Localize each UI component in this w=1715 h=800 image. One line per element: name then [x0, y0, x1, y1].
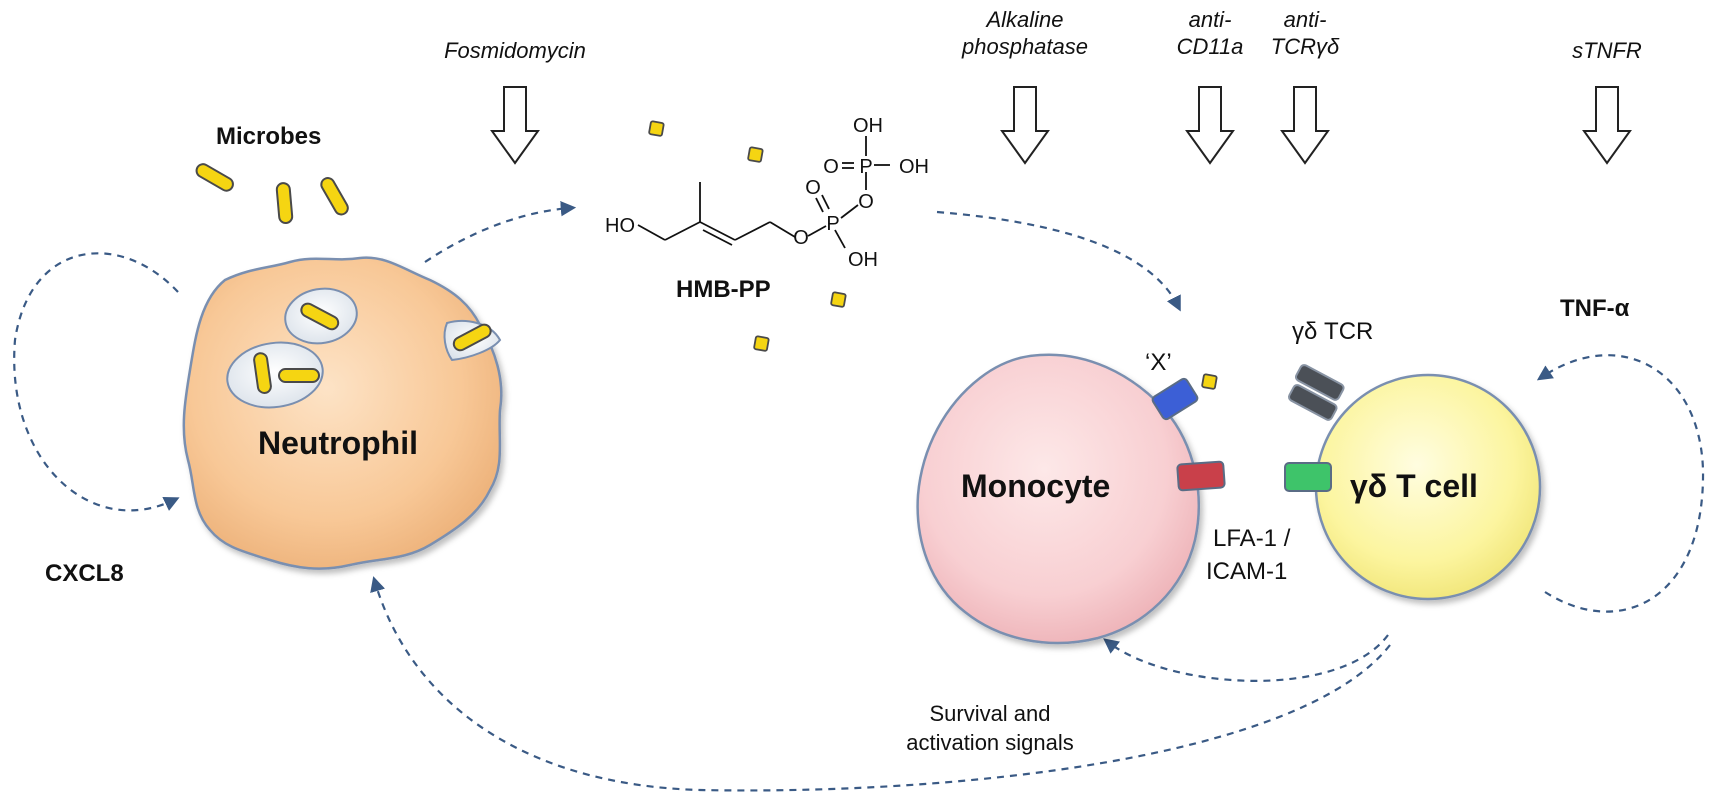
bond — [664, 221, 701, 241]
neutrophil-to-hmbpp-arrow — [424, 201, 577, 263]
gd-tcell — [1284, 364, 1542, 601]
hmbpp-particle — [747, 146, 764, 163]
phagosome-lower — [226, 341, 324, 409]
monocyte-cell — [916, 353, 1226, 645]
cxcl8-loop-arrow — [13, 252, 180, 512]
tcell-to-neutrophil-arrow — [370, 576, 1391, 792]
alkaline-phosphatase-arrow — [1000, 86, 1050, 165]
atom-oh-bottom: OH — [848, 249, 878, 271]
alkaline-phosphatase-label: Alkaline phosphatase — [935, 7, 1115, 61]
tnf-alpha-label: TNF-α — [1560, 295, 1630, 322]
hmbpp-particle — [830, 291, 847, 308]
survival-signals-label: Survival and activation signals — [890, 700, 1090, 757]
receptor-x-label: ‘X’ — [1145, 349, 1172, 376]
bond — [807, 225, 827, 237]
hmbpp-to-monocyte-arrow — [936, 210, 1181, 312]
atom-o-double-lower: O — [805, 177, 821, 199]
bond — [821, 194, 830, 210]
microbe — [275, 182, 294, 224]
neutrophil-cell — [182, 256, 503, 570]
fosmidomycin-label: Fosmidomycin — [444, 38, 586, 63]
alkaline-phosphatase-line-2: phosphatase — [962, 33, 1088, 59]
anti-tcr-line-1: anti- — [1283, 7, 1327, 32]
cxcl8-label: CXCL8 — [45, 560, 124, 587]
atom-o-bridge: O — [858, 191, 874, 213]
inhibitor-arrows — [490, 86, 1632, 165]
tcell-to-monocyte-arrow — [1103, 634, 1389, 682]
atom-oh-right: OH — [899, 156, 929, 178]
microbe — [320, 177, 349, 216]
atom-p-lower: P — [826, 213, 839, 235]
microbe — [452, 323, 492, 352]
bond — [637, 224, 666, 241]
microbe — [253, 352, 272, 394]
icam1-label: ICAM-1 — [1206, 558, 1288, 585]
atom-p-upper: P — [859, 156, 872, 178]
survival-signals-line-2: activation signals — [906, 729, 1074, 755]
stnfr-label: sTNFR — [1572, 38, 1642, 63]
bond — [834, 229, 846, 249]
gd-tcr-label: γδ TCR — [1292, 318, 1374, 345]
bond — [840, 204, 859, 219]
anti-cd11a-arrow — [1185, 86, 1235, 165]
icam1-receptor — [1176, 460, 1226, 492]
alkaline-phosphatase-line-1: Alkaline — [986, 7, 1064, 32]
neutrophil-body — [182, 256, 503, 570]
tcr-chain-1 — [1294, 364, 1345, 401]
hmbpp-atom-labels: HO O P O OH O P O OH OH — [605, 115, 929, 271]
hmbpp-particle — [753, 335, 770, 352]
microbes — [195, 163, 492, 394]
anti-cd11a-line-1: anti- — [1188, 7, 1232, 32]
bond — [734, 221, 771, 241]
hmbpp-particles — [648, 120, 1218, 390]
microbe — [278, 368, 320, 383]
anti-tcr-label: anti- TCRγδ — [1253, 7, 1357, 61]
microbe — [300, 302, 340, 331]
monocyte-label: Monocyte — [961, 468, 1111, 504]
tnf-loop-arrow — [1536, 354, 1705, 613]
atom-o-ester: O — [793, 227, 809, 249]
bond — [699, 221, 736, 241]
receptor-x — [1151, 377, 1199, 421]
hmbpp-label: HMB-PP — [676, 276, 771, 303]
hmbpp-particle — [648, 120, 665, 137]
bond — [769, 221, 796, 238]
atom-ho: HO — [605, 215, 635, 237]
neutrophil-label: Neutrophil — [258, 425, 418, 461]
microbes-label: Microbes — [216, 123, 322, 150]
hmbpp-particle — [1201, 373, 1218, 390]
atom-oh-top: OH — [853, 115, 883, 137]
atom-o-double-upper: O — [823, 156, 839, 178]
gd-tcell-label: γδ T cell — [1350, 468, 1478, 504]
microbe — [195, 163, 234, 192]
bond — [702, 229, 733, 246]
anti-cd11a-line-2: CD11a — [1176, 33, 1244, 59]
fosmidomycin-arrow — [490, 86, 540, 165]
anti-cd11a-label: anti- CD11a — [1158, 7, 1262, 61]
hmbpp-structure — [637, 136, 890, 249]
survival-signals-line-1: Survival and — [929, 701, 1051, 726]
lfa1-receptor — [1284, 462, 1332, 492]
stnfr-arrow — [1582, 86, 1632, 165]
bond — [815, 197, 824, 213]
tcr-chain-2 — [1287, 384, 1338, 421]
dashed-arrows — [13, 201, 1705, 792]
lfa1-label: LFA-1 / — [1213, 525, 1291, 552]
anti-tcr-arrow — [1280, 86, 1330, 165]
anti-tcr-line-2: TCRγδ — [1270, 33, 1340, 59]
